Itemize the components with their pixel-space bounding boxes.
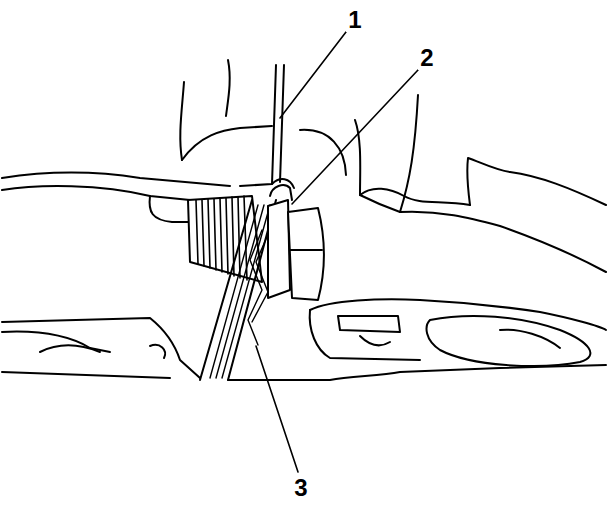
frame-edge [2,318,200,378]
housing-edge [226,60,230,116]
housing-edge [360,189,470,205]
frame-edge [310,299,606,330]
threaded-sleeve [188,196,262,282]
housing-edge [467,158,606,205]
housing-edge [355,120,606,272]
leader-line [280,32,346,118]
frame-detail [360,336,390,345]
leader-line [256,346,298,472]
hex-nut-edge [290,249,322,251]
frame-detail [500,330,560,348]
thread-lines [196,196,247,280]
frame-edge [2,372,170,378]
bracket-plate [280,65,284,182]
rail-edge [2,173,230,186]
stud-end [270,185,292,200]
rail-edge [150,196,188,222]
housing-edge [180,82,184,160]
housing-edge [182,126,272,160]
leader-line [292,70,418,204]
frame-edge [150,345,165,358]
frame-edge [228,365,606,380]
callout-number: 2 [418,46,435,70]
frame-edge [2,332,110,352]
frame-opening [427,316,591,366]
callout-number: 3 [292,476,309,500]
cable-strands [210,205,270,378]
bracket-plate [240,65,276,186]
hex-nut [288,208,324,300]
frame-edge [40,345,100,352]
cable-edge [200,200,252,380]
frame-edge [310,310,420,360]
callout-number: 1 [346,8,363,32]
housing-edge [300,130,346,175]
leader-lines [256,32,418,472]
frame-slot [338,316,400,332]
rail-edge [2,186,190,200]
washer [268,200,290,298]
